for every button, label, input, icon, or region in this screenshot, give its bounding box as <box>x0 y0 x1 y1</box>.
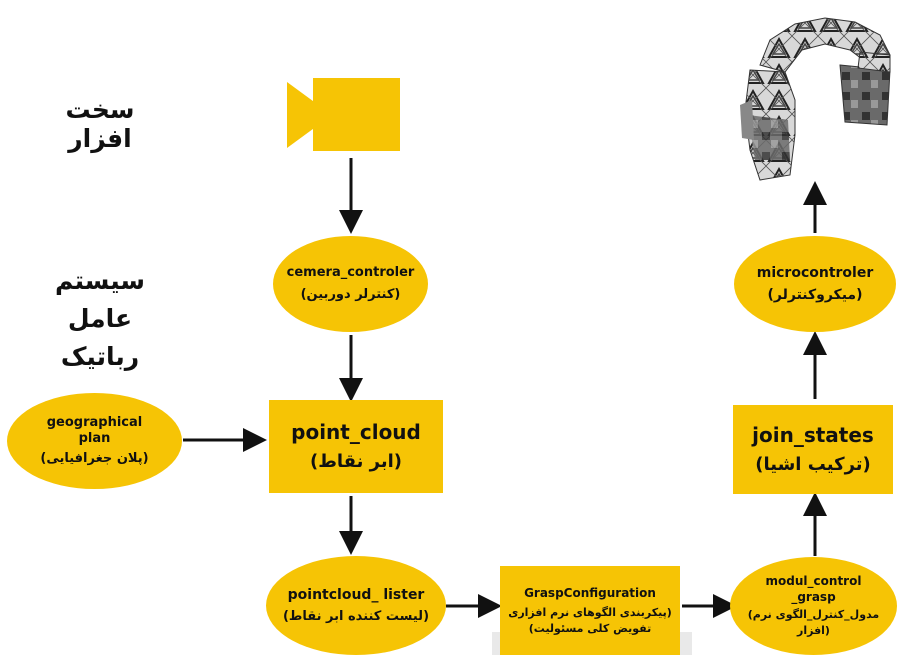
ros-label-line2: رباتیک <box>60 342 140 371</box>
microcontroler-en: microcontroler <box>756 265 874 281</box>
node-modul-control-grasp: modul_control _grasp مدول_کنترل_الگوی نر… <box>730 557 897 655</box>
ros-label: سیستم عامل رباتیک <box>20 262 180 376</box>
node-point-cloud: point_cloud (ابر نقاط) <box>269 400 443 493</box>
pointcloud-lister-en: pointcloud_ lister <box>287 586 425 603</box>
microcontroler-fa: (میکروکنترلر) <box>767 287 863 303</box>
geographical-plan-fa: (پلان جغرافیایی) <box>40 451 149 466</box>
modul-control-fa2: (افزار <box>797 624 830 637</box>
grasp-configuration-fa1: (پیکربندی الگوهای نرم افزاری <box>508 605 672 619</box>
point-cloud-en: point_cloud <box>291 419 421 444</box>
hardware-label: سخت افزار <box>65 95 135 153</box>
pointcloud-lister-fa: (لیست کننده ابر نقاط) <box>282 608 430 624</box>
node-microcontroler: microcontroler (میکروکنترلر) <box>734 236 896 332</box>
grasp-configuration-fa2: تفویض کلی مسئولیت) <box>528 621 652 635</box>
join-states-en: join_states <box>752 422 874 447</box>
modul-control-en2: _grasp <box>791 590 836 604</box>
geographical-plan-en1: geographical <box>46 415 143 430</box>
node-pointcloud-lister: pointcloud_ lister (لیست کننده ابر نقاط) <box>266 556 446 655</box>
video-camera-icon <box>287 78 400 151</box>
point-cloud-fa: (ابر نقاط) <box>309 450 402 472</box>
node-geographical-plan: geographical plan (پلان جغرافیایی) <box>7 393 182 489</box>
robot-arm-image <box>740 10 897 190</box>
camera-controller-en: cemera_controler <box>286 265 415 280</box>
grasp-configuration-en: GraspConfiguration <box>524 585 656 600</box>
camera-controller-fa: (کنترلر دوربین) <box>300 287 401 302</box>
node-camera-controller: cemera_controler (کنترلر دوربین) <box>273 236 428 332</box>
geographical-plan-en2: plan <box>78 431 111 446</box>
modul-control-fa1: مدول_کنترل_الگوی نرم) <box>747 608 880 621</box>
node-join-states: join_states (ترکیب اشیا) <box>733 405 893 494</box>
modul-control-en1: modul_control <box>765 574 862 588</box>
node-grasp-configuration: GraspConfiguration (پیکربندی الگوهای نرم… <box>500 566 680 655</box>
ros-label-line1: سیستم عامل <box>54 266 146 333</box>
join-states-fa: (ترکیب اشیا) <box>755 453 871 475</box>
